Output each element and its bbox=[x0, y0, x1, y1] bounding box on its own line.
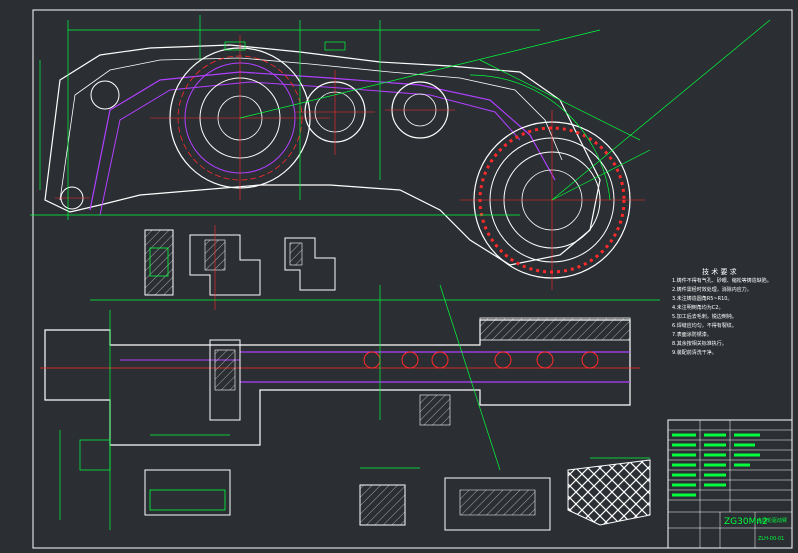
tech-note-line: 8.其余按相关标准执行。 bbox=[672, 341, 727, 347]
tech-note-line: 9.装配前清洗干净。 bbox=[672, 350, 717, 356]
drawing-border bbox=[32, 9, 793, 549]
drawing-number: ZLH-00-01 bbox=[758, 536, 784, 542]
tech-note-line: 4.未注明倒角均为C2。 bbox=[672, 305, 724, 311]
tech-note-line: 1.铸件不得有气孔、砂眼、缩松等铸造缺陷。 bbox=[672, 278, 772, 284]
title-block: ZG30Mn2 主动轮驱动臂 ZLH-00-01 bbox=[667, 419, 793, 549]
plan-view bbox=[40, 284, 660, 530]
lower-details bbox=[359, 457, 651, 531]
tech-note-line: 3.未注铸造圆角R5~R10。 bbox=[672, 296, 733, 302]
tech-notes-title: 技 术 要 求 bbox=[702, 268, 737, 276]
tech-note-line: 6.焊缝应均匀，不得有裂纹。 bbox=[672, 323, 737, 329]
tech-notes: 技 术 要 求 1.铸件不得有气孔、砂眼、缩松等铸造缺陷。 2.铸件需经时效处理… bbox=[672, 268, 772, 358]
drawing-name: 主动轮驱动臂 bbox=[757, 517, 787, 524]
elevation-view bbox=[30, 15, 771, 290]
tech-note-line: 7.表面涂防锈漆。 bbox=[672, 332, 712, 338]
tech-note-line: 5.加工后去毛刺，锐边倒钝。 bbox=[672, 314, 737, 320]
tech-note-line: 2.铸件需经时效处理，消除内应力。 bbox=[672, 287, 752, 293]
material-code: ZG30Mn2 bbox=[724, 517, 768, 527]
section-details bbox=[144, 225, 336, 310]
